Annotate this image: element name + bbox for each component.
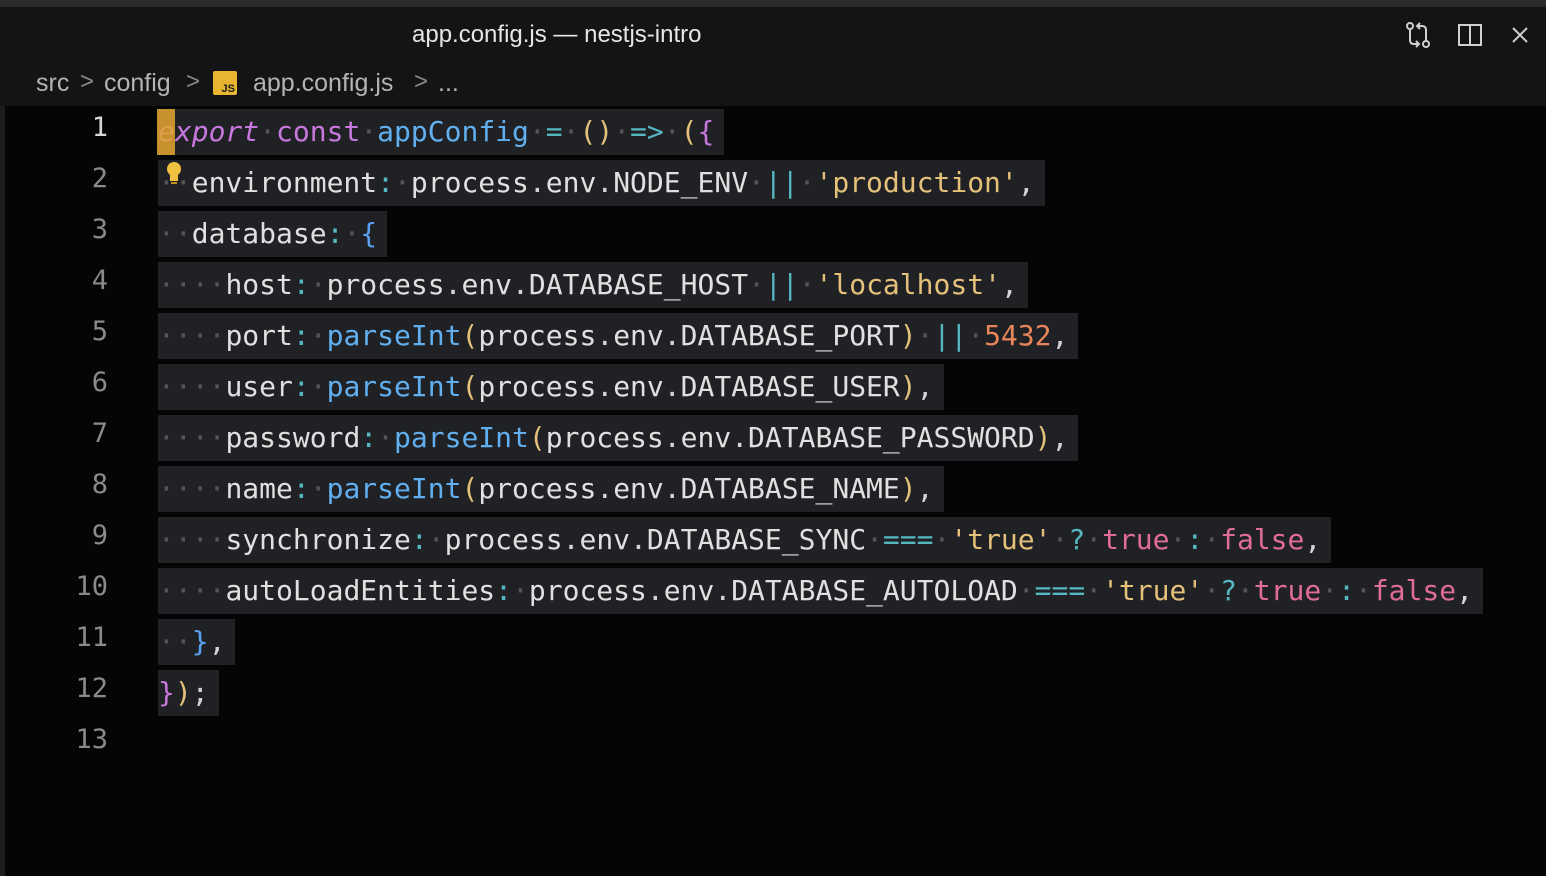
window-title: app.config.js — nestjs-intro bbox=[412, 21, 702, 48]
line-number: 12 bbox=[75, 673, 108, 704]
line-number: 7 bbox=[91, 418, 108, 449]
breadcrumb-separator: > bbox=[80, 68, 95, 95]
code-line[interactable]: ····user:·parseInt(process.env.DATABASE_… bbox=[158, 364, 944, 410]
line-number: 10 bbox=[75, 571, 108, 602]
close-icon[interactable] bbox=[1504, 19, 1536, 51]
split-editor-icon[interactable] bbox=[1454, 19, 1486, 51]
line-number: 13 bbox=[75, 724, 108, 755]
line-number: 5 bbox=[91, 316, 108, 347]
code-line[interactable]: ····name:·parseInt(process.env.DATABASE_… bbox=[158, 466, 944, 512]
code-line[interactable]: ····synchronize:·process.env.DATABASE_SY… bbox=[158, 517, 1332, 563]
line-number: 3 bbox=[91, 214, 108, 245]
js-file-icon: JS bbox=[213, 71, 237, 95]
code-line[interactable]: ··environment:·process.env.NODE_ENV·||·'… bbox=[158, 160, 1045, 206]
line-number: 4 bbox=[91, 265, 108, 296]
title-bar: app.config.js — nestjs-intro bbox=[0, 7, 1546, 62]
line-number: 11 bbox=[75, 622, 108, 653]
code-line[interactable]: ··database:·{ bbox=[158, 211, 388, 257]
breadcrumb-separator: > bbox=[186, 68, 201, 95]
line-number: 1 bbox=[91, 112, 108, 143]
line-number: 6 bbox=[91, 367, 108, 398]
breadcrumb-separator: > bbox=[414, 68, 429, 95]
line-number: 9 bbox=[91, 520, 108, 551]
breadcrumb-src[interactable]: src bbox=[36, 69, 70, 97]
line-number: 8 bbox=[91, 469, 108, 500]
window-top-strip bbox=[0, 0, 1546, 7]
breadcrumb-more[interactable]: ... bbox=[438, 69, 459, 97]
breadcrumb-config[interactable]: config bbox=[104, 69, 171, 97]
code-line[interactable]: ····autoLoadEntities:·process.env.DATABA… bbox=[158, 568, 1483, 614]
lightbulb-icon[interactable] bbox=[164, 160, 184, 186]
compare-changes-icon[interactable] bbox=[1402, 19, 1434, 51]
code-line[interactable]: export·const·appConfig·=·()·=>·({ bbox=[158, 109, 725, 155]
breadcrumb: src > config > JS app.config.js > ... bbox=[0, 62, 1546, 106]
code-line[interactable]: ····password:·parseInt(process.env.DATAB… bbox=[158, 415, 1079, 461]
line-number: 2 bbox=[91, 163, 108, 194]
code-line[interactable]: ····port:·parseInt(process.env.DATABASE_… bbox=[158, 313, 1079, 359]
breadcrumb-file[interactable]: app.config.js bbox=[253, 69, 394, 97]
code-line[interactable]: ····host:·process.env.DATABASE_HOST·||·'… bbox=[158, 262, 1028, 308]
editor-gutter-edge bbox=[0, 106, 5, 876]
code-line[interactable]: }); bbox=[158, 670, 219, 716]
text-cursor bbox=[157, 109, 175, 155]
code-line[interactable]: ··}, bbox=[158, 619, 236, 665]
